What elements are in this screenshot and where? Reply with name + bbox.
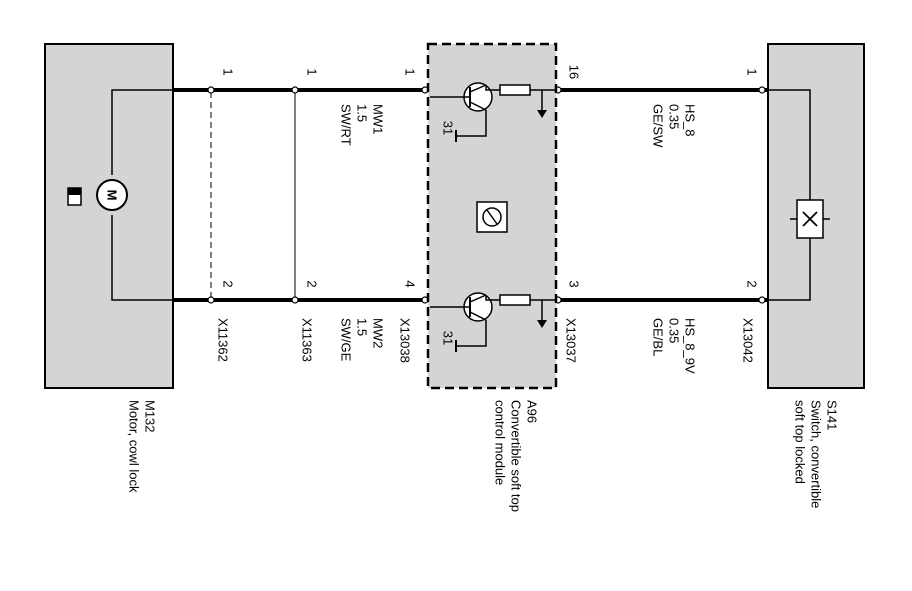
wire-hs89v-size: 0.35	[667, 318, 682, 343]
pin-labels: 1 2 1 2 1 4 16 3 1 2	[221, 65, 760, 288]
motor-box	[44, 43, 174, 389]
motor-name: Motor, cowl lock	[127, 400, 142, 493]
pin-marks	[207, 86, 766, 304]
motor-icon	[67, 187, 82, 206]
connector-x11362-label: X11362	[216, 318, 231, 362]
pin-x13038-bottom: 4	[403, 280, 418, 287]
module-id: A96	[525, 400, 540, 423]
module-name-line1: Convertible soft top	[509, 400, 524, 512]
connector-x13037-label: X13037	[564, 318, 579, 363]
connector-x11362-outline	[210, 89, 296, 301]
wire-hs8-color: GE/SW	[651, 104, 666, 148]
wire-label-top-right: HS_8 0.35 GE/SW	[651, 104, 698, 148]
connector-x13042-label: X13042	[741, 318, 756, 363]
connector-labels: X11362 X11363 X13038 X13037 X13042	[216, 318, 756, 363]
pin-x11362-top: 1	[221, 68, 236, 75]
pin-x11362-bottom: 2	[221, 280, 236, 287]
wire-mw1-size: 1.5	[355, 104, 370, 122]
wire-mw2-size: 1.5	[355, 318, 370, 336]
motor-label: M132 Motor, cowl lock	[127, 400, 158, 493]
motor-symbol-label: M	[105, 190, 120, 201]
pin-x13038-top: 1	[403, 68, 418, 75]
wire-mw1-color: SW/RT	[339, 104, 354, 146]
pin-x11363-top: 1	[305, 68, 320, 75]
motor-internal-wire	[111, 89, 195, 301]
wire-hs8-name: HS_8	[683, 104, 698, 137]
module-label: A96 Convertible soft top control module	[493, 400, 540, 512]
wire-label-top-left: MW1 1.5 SW/RT	[339, 104, 386, 146]
switch-name-line2: soft top locked	[793, 400, 808, 484]
transistor-bottom	[430, 292, 555, 352]
switch-name-line1: Switch, convertible	[809, 400, 824, 508]
transistor-top	[430, 82, 555, 142]
wire-mw1-name: MW1	[371, 104, 386, 134]
arrow-bottom	[537, 300, 547, 328]
switch-label: S141 Switch, convertible soft top locked	[793, 400, 840, 508]
wire-hs89v-name: HS_8_9V	[683, 318, 698, 374]
ground-label-top: 31	[441, 121, 456, 135]
module-name-line2: control module	[493, 400, 508, 485]
ground-label-bottom: 31	[441, 331, 456, 345]
switch-symbol	[790, 199, 830, 239]
wire-label-bottom-right: HS_8_9V 0.35 GE/BL	[651, 318, 698, 374]
pin-x13037-top: 16	[567, 65, 582, 79]
wire-mw2-color: SW/GE	[339, 318, 354, 362]
wire-hs8-size: 0.35	[667, 104, 682, 129]
resistor-bottom	[499, 294, 531, 306]
pin-x13042-top: 1	[745, 68, 760, 75]
wire-label-bottom-left: MW2 1.5 SW/GE	[339, 318, 386, 362]
switch-internal-wire	[768, 89, 811, 301]
pin-x13042-bottom: 2	[745, 280, 760, 287]
connector-x11363-label: X11363	[300, 318, 315, 362]
pin-x11363-bottom: 2	[305, 280, 320, 287]
motor-symbol: M	[96, 179, 128, 211]
module-symbol-icon	[476, 201, 508, 233]
pin-x13037-bottom: 3	[567, 280, 582, 287]
wire-hs89v-color: GE/BL	[651, 318, 666, 356]
wire-mw2-name: MW2	[371, 318, 386, 348]
motor-id: M132	[143, 400, 158, 433]
arrow-top	[537, 90, 547, 118]
connector-x13038-label: X13038	[398, 318, 413, 363]
switch-id: S141	[825, 400, 840, 430]
resistor-top	[499, 84, 531, 96]
